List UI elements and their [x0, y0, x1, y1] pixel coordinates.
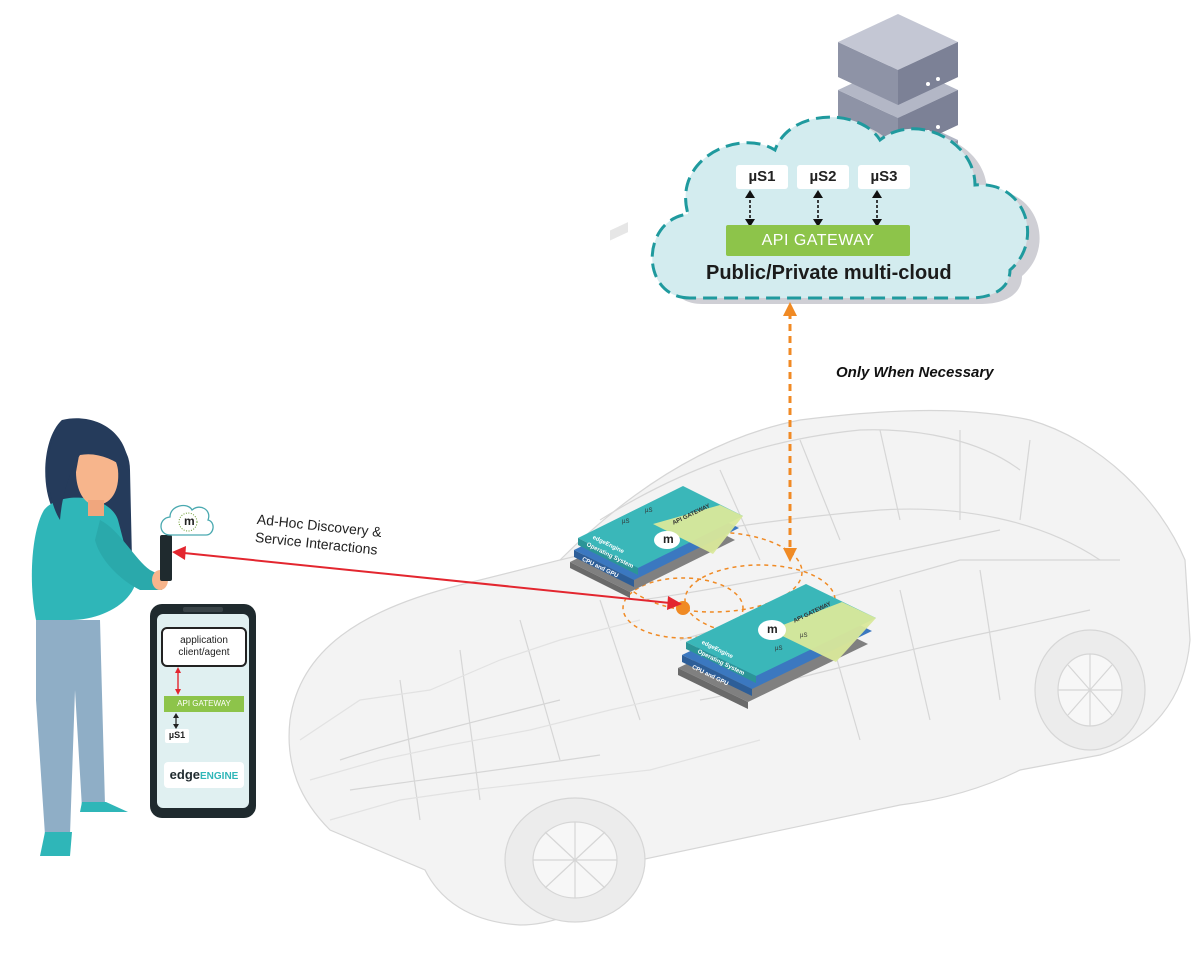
person-illustration: [31, 418, 172, 856]
cloud-arrowheads: [745, 190, 882, 227]
cloud-car-link: [783, 302, 797, 562]
phone-microservice: µS1: [168, 730, 186, 740]
edgeengine-logo-engine: ENGINE: [200, 771, 239, 782]
cloud-microservice-2: µS2: [797, 165, 849, 189]
cloud-microservice-3: µS3: [858, 165, 910, 189]
car-module-upper-logo: [654, 531, 680, 549]
cloud-title: Public/Private multi-cloud: [706, 262, 952, 284]
lower-module-logo-letter: m: [767, 622, 778, 636]
edgeengine-logo-edge: edge: [169, 767, 200, 782]
link-note: Only When Necessary: [836, 364, 994, 381]
lower-module-ms-1: µS: [775, 646, 783, 652]
phone-app-box: application client/agent: [162, 635, 246, 659]
cloud-api-gateway: API GATEWAY: [726, 225, 910, 256]
upper-module-ms-1: µS: [622, 519, 630, 525]
cloud-microservice-1: µS1: [736, 165, 788, 189]
adhoc-link: [172, 546, 682, 610]
car-module-lower-logo: [758, 620, 786, 640]
phone-app-line-1: application: [180, 635, 228, 646]
upper-module-logo-letter: m: [663, 532, 674, 546]
upper-module-ms-2: µS: [645, 508, 653, 514]
lower-module-ms-2: µS: [800, 633, 808, 639]
phone-api-gateway: API GATEWAY: [177, 699, 231, 708]
phone-app-line-2: client/agent: [178, 647, 230, 658]
mimik-cloud-bubble-icon: [160, 504, 214, 536]
bubble-logo-letter: m: [184, 514, 195, 528]
phone-device: [150, 604, 256, 818]
cloud-ms-arrows: [749, 195, 878, 222]
edgeengine-logo: edgeENGINE: [164, 767, 244, 782]
